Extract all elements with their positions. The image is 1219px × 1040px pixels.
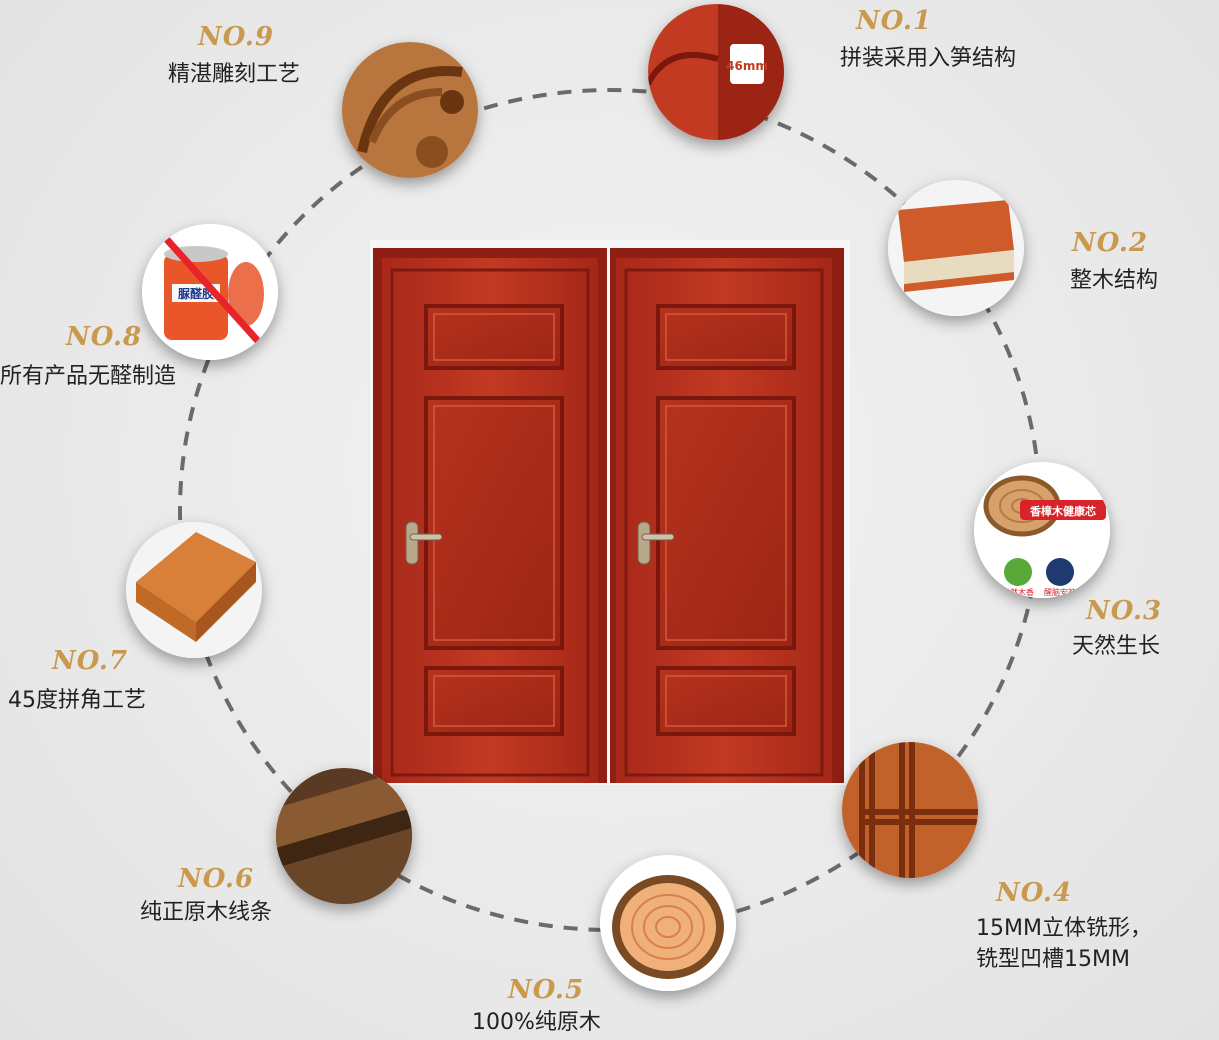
feature-number: NO.4 <box>996 878 1073 908</box>
feature-number: NO.8 <box>66 322 143 352</box>
feature-description: 天然生长 <box>1072 634 1161 659</box>
door-frame-joint-icon: 46mm <box>648 4 784 140</box>
glue-label: 脲醛胶 <box>178 286 214 301</box>
feature-description-line-2: 铣型凹槽15MM <box>976 947 1130 972</box>
feature-number: NO.5 <box>508 975 585 1005</box>
feature-description: 所有产品无醛制造 <box>0 364 177 389</box>
feature-description: 45度拼角工艺 <box>8 688 146 713</box>
feature-description: 纯正原木线条 <box>140 900 273 925</box>
feature-number: NO.3 <box>1086 596 1163 626</box>
feature-description: 精湛雕刻工艺 <box>168 62 301 87</box>
feature-number: NO.7 <box>52 646 129 676</box>
solid-wood-panel-icon <box>888 180 1024 316</box>
wood-carving-icon <box>342 42 478 178</box>
feature-number: NO.1 <box>856 6 933 36</box>
log-cross-section-icon <box>600 855 736 991</box>
feature-number: NO.6 <box>178 864 255 894</box>
no-formaldehyde-glue-icon: 脲醛胶 <box>142 224 278 360</box>
feature-description: 整木结构 <box>1070 268 1159 293</box>
wood-molding-icon <box>276 768 412 904</box>
miter-corner-icon <box>126 522 262 658</box>
milled-groove-icon <box>842 742 978 878</box>
feature-number: NO.9 <box>198 22 275 52</box>
feature-number: NO.2 <box>1072 228 1149 258</box>
natural-scent-label: 天然木香 <box>1002 587 1034 597</box>
double-door-image <box>370 240 850 785</box>
calming-label: 醒脑安神 <box>1044 587 1076 597</box>
feature-description-line-1: 15MM立体铣形， <box>976 916 1152 941</box>
joint-size-tag: 46mm <box>726 59 768 73</box>
feature-description: 拼装采用入笋结构 <box>840 46 1017 71</box>
camphor-wood-core-icon: 香樟木健康芯 天然木香 醒脑安神 <box>974 462 1110 598</box>
feature-description: 100%纯原木 <box>472 1010 601 1035</box>
wood-core-tag: 香樟木健康芯 <box>1029 504 1096 518</box>
